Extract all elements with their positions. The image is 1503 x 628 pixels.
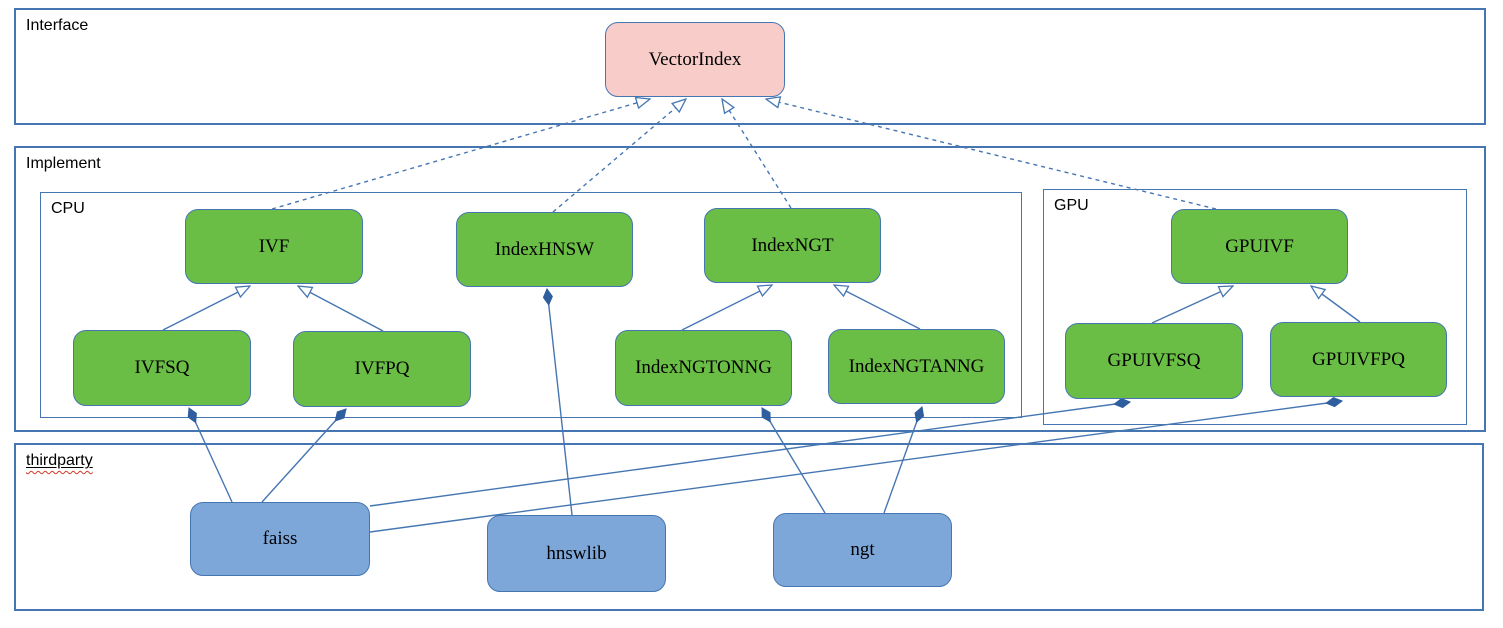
node-indexngt-label: IndexNGT <box>751 234 834 256</box>
node-ivf[interactable]: IVF <box>185 209 363 284</box>
node-gpuivf-label: GPUIVF <box>1225 235 1294 257</box>
node-ivfpq-label: IVFPQ <box>354 358 410 379</box>
node-gpuivf[interactable]: GPUIVF <box>1171 209 1348 284</box>
node-indexngtanng-label: IndexNGTANNG <box>848 355 985 377</box>
node-faiss[interactable]: faiss <box>190 502 370 576</box>
container-thirdparty-label: thirdparty <box>26 452 93 470</box>
container-gpu-label: GPU <box>1054 197 1089 214</box>
node-ngt-label: ngt <box>850 539 875 560</box>
node-ivfsq[interactable]: IVFSQ <box>73 330 251 406</box>
node-faiss-label: faiss <box>262 528 298 549</box>
node-ivfpq[interactable]: IVFPQ <box>293 331 471 407</box>
node-ngt[interactable]: ngt <box>773 513 952 587</box>
node-indexngtonng-label: IndexNGTONNG <box>635 357 772 378</box>
container-cpu-label: CPU <box>51 200 85 217</box>
container-implement-label: Implement <box>26 155 101 172</box>
node-vectorindex-label: VectorIndex <box>648 48 742 70</box>
node-hnswlib-label: hnswlib <box>546 542 607 564</box>
node-gpuivfsq-label: GPUIVFSQ <box>1107 350 1201 371</box>
spellcheck-squiggle-text: thirdparty <box>26 452 93 469</box>
node-hnswlib[interactable]: hnswlib <box>487 515 666 592</box>
node-indexhnsw-label: IndexHNSW <box>494 238 595 260</box>
node-indexngtanng[interactable]: IndexNGTANNG <box>828 329 1005 404</box>
node-indexngt[interactable]: IndexNGT <box>704 208 881 283</box>
node-gpuivfsq[interactable]: GPUIVFSQ <box>1065 323 1243 399</box>
node-ivfsq-label: IVFSQ <box>134 357 190 378</box>
container-interface-label: Interface <box>26 17 89 34</box>
node-indexngtonng[interactable]: IndexNGTONNG <box>615 330 792 406</box>
node-gpuivfpq[interactable]: GPUIVFPQ <box>1270 322 1447 397</box>
node-vectorindex[interactable]: VectorIndex <box>605 22 785 97</box>
node-ivf-label: IVF <box>258 235 290 257</box>
node-indexhnsw[interactable]: IndexHNSW <box>456 212 633 287</box>
node-gpuivfpq-label: GPUIVFPQ <box>1312 348 1405 370</box>
